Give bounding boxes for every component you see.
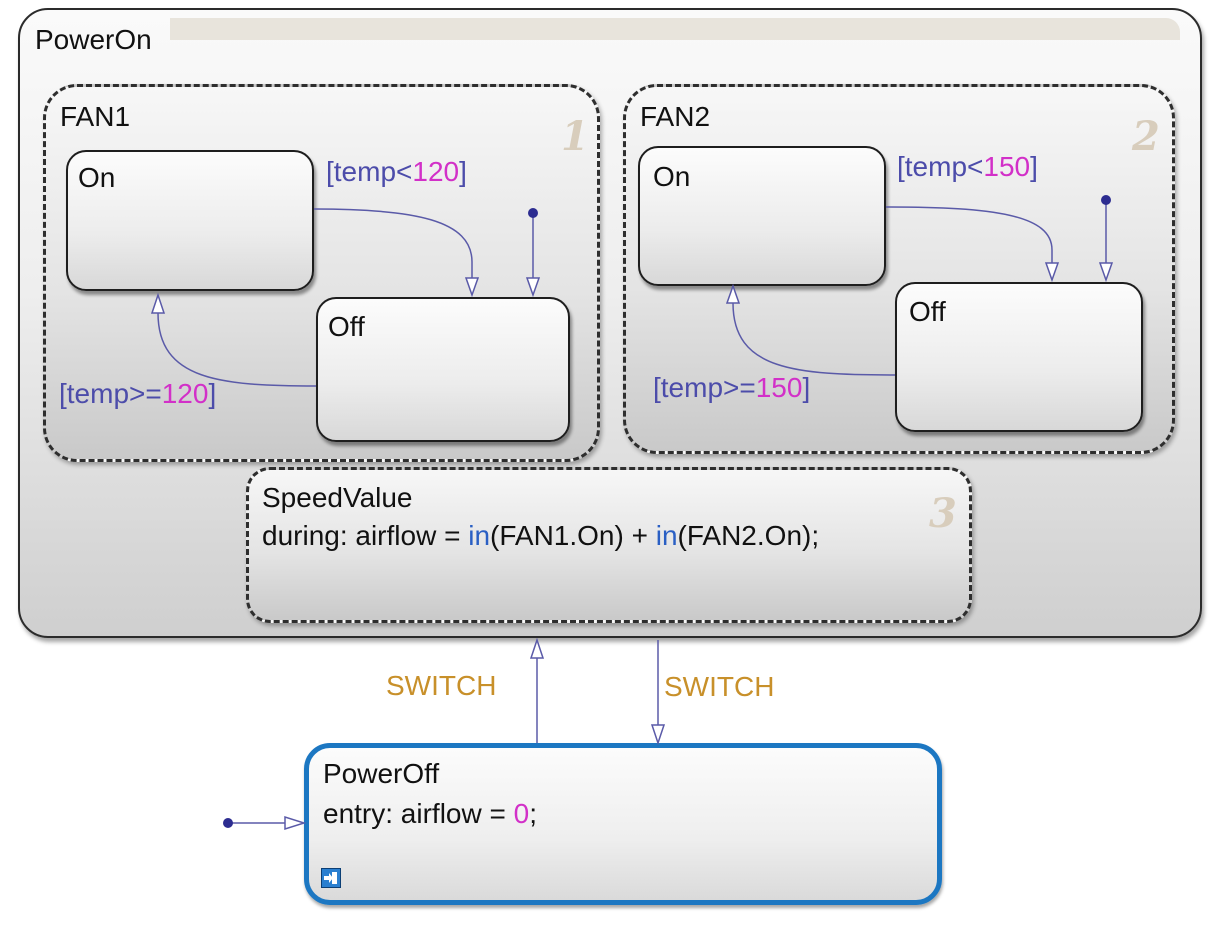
fan1-cond-on-to-off-value: 120 xyxy=(412,156,460,187)
fan1-cond-on-to-off-prefix: [temp< xyxy=(326,156,413,187)
poweroff-action-suffix: ; xyxy=(529,798,537,829)
fan1-cond-off-to-on-value: 120 xyxy=(161,378,209,409)
fan2-cond-on-to-off[interactable]: [temp<150] xyxy=(897,153,1038,181)
subchart-arrow-icon xyxy=(324,872,337,884)
fan1-order-number: 1 xyxy=(561,113,589,160)
speedvalue-order-number: 3 xyxy=(929,490,957,537)
switch-up-arrowhead xyxy=(529,637,545,659)
switch-down-arrowhead xyxy=(650,724,666,746)
poweron-label: PowerOn xyxy=(35,24,152,55)
speedvalue-during-action: during: airflow = in(FAN1.On) + in(FAN2.… xyxy=(262,522,819,550)
fan2-cond-off-to-on-suffix: ] xyxy=(802,372,811,403)
poweroff-action-value: 0 xyxy=(513,798,530,829)
state-fan1-on[interactable]: On xyxy=(66,150,314,291)
poweroff-default-dot xyxy=(223,818,233,828)
fan1-label: FAN1 xyxy=(60,101,131,132)
fan1-cond-off-to-on[interactable]: [temp>=120] xyxy=(59,380,216,408)
fan2-label: FAN2 xyxy=(640,101,711,132)
switch-up-event-label[interactable]: SWITCH xyxy=(386,670,497,701)
speedvalue-action-fn2: in xyxy=(655,520,678,551)
fan2-cond-on-to-off-value: 150 xyxy=(983,151,1031,182)
state-fan2-off[interactable]: Off xyxy=(895,282,1143,432)
fan1-off-label: Off xyxy=(328,311,365,342)
state-fan2-on[interactable]: On xyxy=(638,146,886,286)
speedvalue-action-arg1: (FAN1.On) + xyxy=(490,520,656,551)
state-poweroff[interactable]: PowerOff entry: airflow = 0; xyxy=(304,743,942,905)
speedvalue-action-prefix: during: airflow = xyxy=(262,520,469,551)
fan2-on-label: On xyxy=(653,161,691,192)
fan2-off-label: Off xyxy=(909,296,946,327)
fan2-cond-off-to-on[interactable]: [temp>=150] xyxy=(653,374,810,402)
fan2-cond-off-to-on-prefix: [temp>= xyxy=(653,372,756,403)
switch-down-event-label[interactable]: SWITCH xyxy=(664,671,775,702)
poweroff-default-arrowhead xyxy=(284,815,307,831)
fan2-cond-on-to-off-prefix: [temp< xyxy=(897,151,984,182)
poweroff-action-prefix: entry: airflow = xyxy=(323,798,514,829)
fan1-cond-off-to-on-suffix: ] xyxy=(208,378,217,409)
fan2-cond-off-to-on-value: 150 xyxy=(755,372,803,403)
speedvalue-action-fn1: in xyxy=(468,520,491,551)
state-speedvalue[interactable]: SpeedValue during: airflow = in(FAN1.On)… xyxy=(246,467,972,623)
fan2-order-number: 2 xyxy=(1132,113,1160,160)
speedvalue-label: SpeedValue xyxy=(262,482,413,513)
fan1-on-label: On xyxy=(78,162,116,193)
speedvalue-action-arg2: (FAN2.On); xyxy=(677,520,820,551)
fan1-cond-on-to-off[interactable]: [temp<120] xyxy=(326,158,467,186)
poweroff-entry-action: entry: airflow = 0; xyxy=(323,800,537,828)
fan2-cond-on-to-off-suffix: ] xyxy=(1030,151,1038,182)
poweron-title-bar xyxy=(170,18,1180,40)
poweroff-label: PowerOff xyxy=(323,758,440,789)
fan1-cond-on-to-off-suffix: ] xyxy=(459,156,467,187)
fan1-cond-off-to-on-prefix: [temp>= xyxy=(59,378,162,409)
subchart-icon[interactable] xyxy=(321,868,341,888)
state-fan1-off[interactable]: Off xyxy=(316,297,570,442)
